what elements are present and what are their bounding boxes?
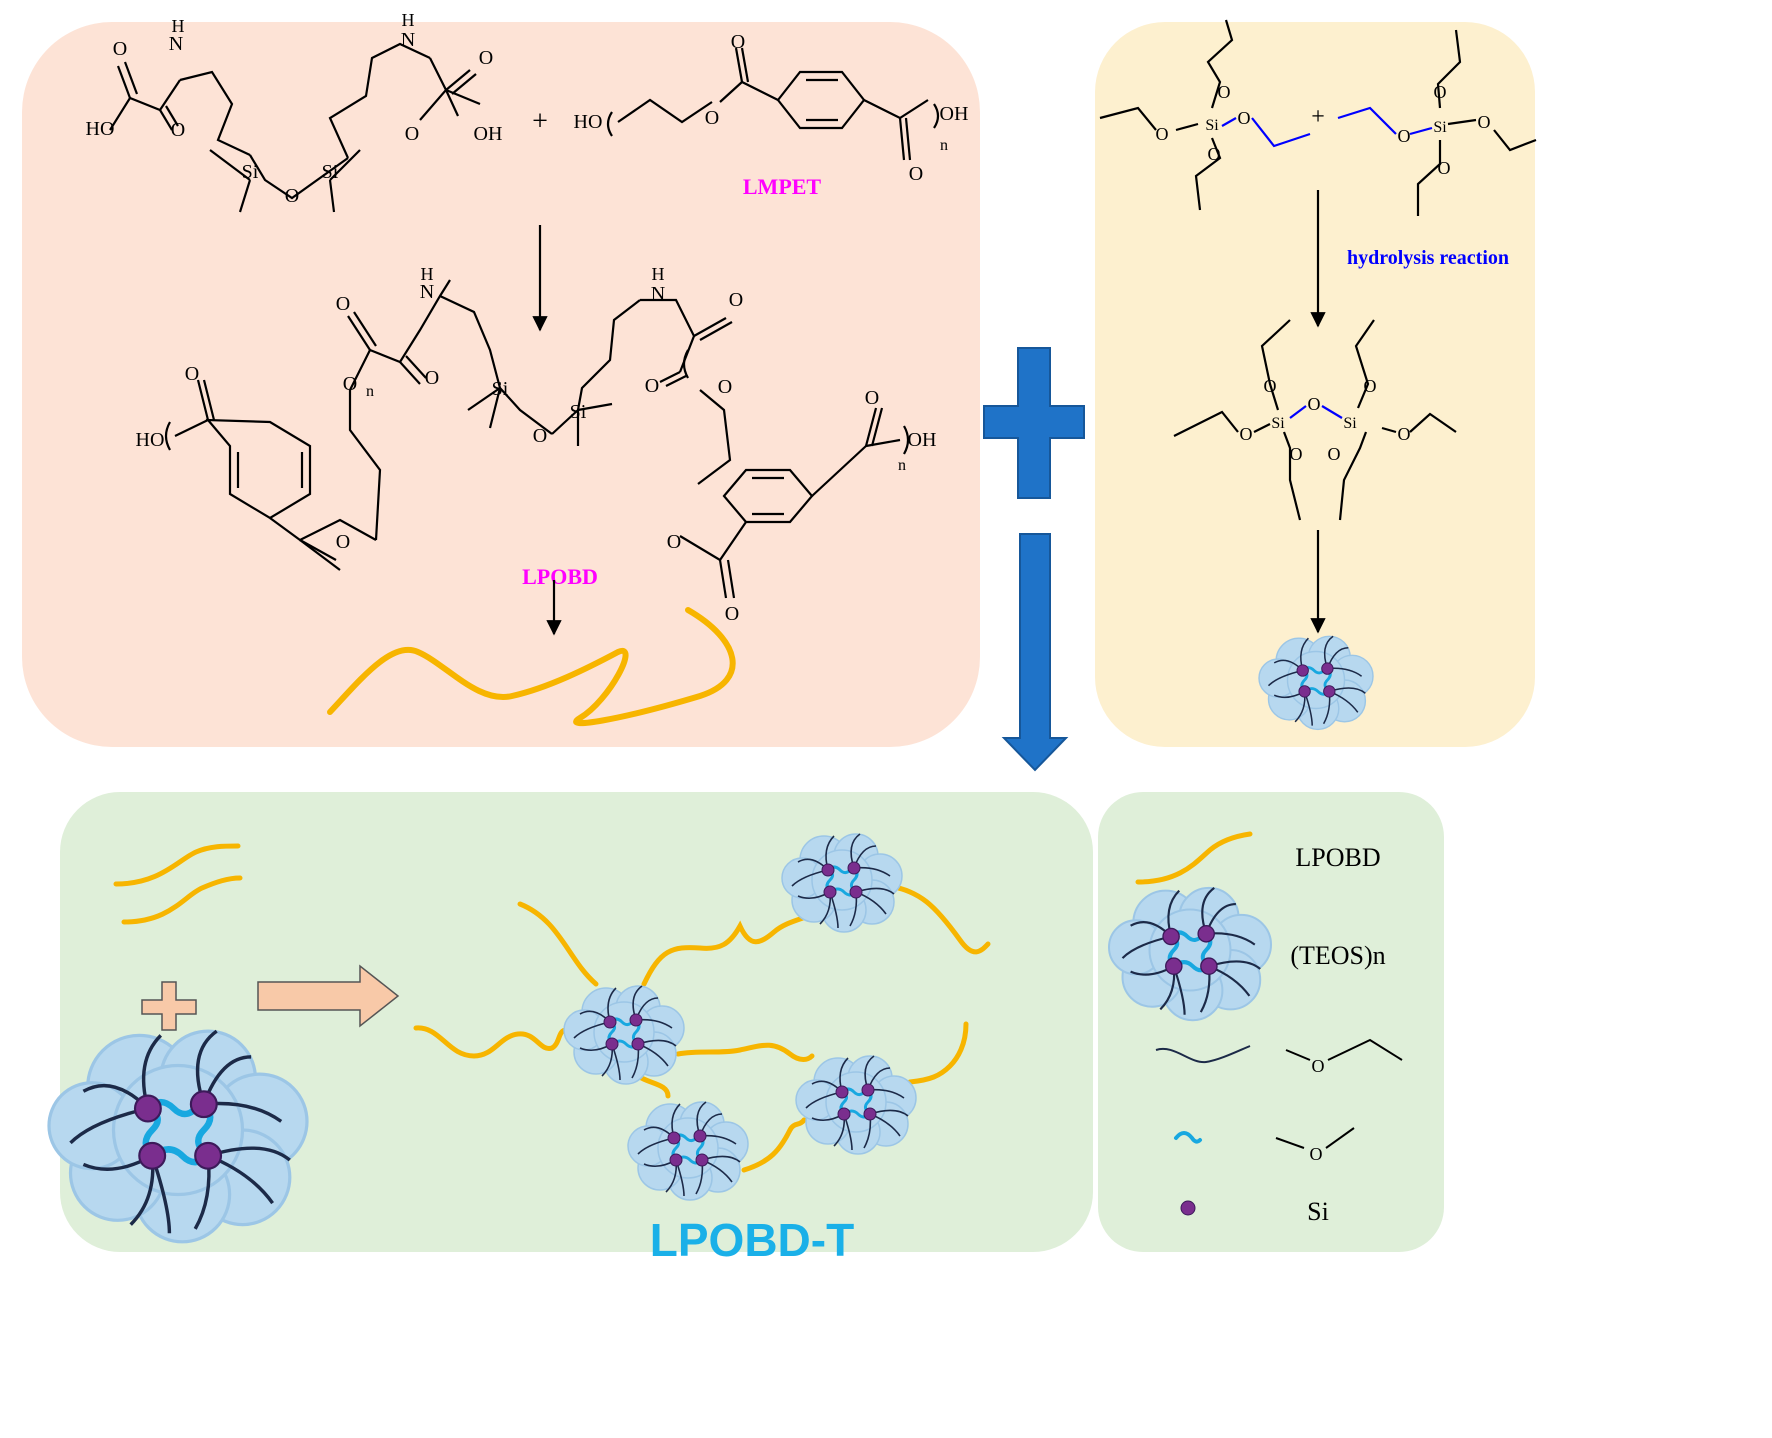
teos-panel	[1095, 22, 1535, 747]
repeat-index: n	[366, 383, 374, 400]
oxygen-label: O	[343, 373, 357, 395]
silicon-label: Si	[1205, 117, 1219, 134]
hydroxy-label: HO	[574, 111, 603, 133]
nitrogen-label: N	[401, 29, 415, 51]
hydrogen-label: H	[652, 264, 665, 284]
hydrogen-label: H	[172, 16, 185, 36]
combine-plus	[983, 347, 1085, 499]
oxygen-label: O	[479, 47, 493, 69]
oxygen-label: O	[1310, 1144, 1323, 1164]
oxygen-label: O	[1312, 1056, 1325, 1076]
silicon-label: Si	[492, 378, 509, 400]
oxygen-label: O	[1328, 444, 1341, 464]
siloxane-bridge	[1289, 405, 1343, 419]
lpobd-chain-icon	[1135, 831, 1253, 885]
hydrogen-label: H	[421, 264, 434, 284]
oxygen-label: O	[731, 31, 745, 53]
lmpet-label: LMPET	[743, 174, 822, 199]
oxygen-label: O	[645, 375, 659, 397]
oxygen-label: O	[1264, 376, 1277, 396]
lpobd-chains-pair	[113, 843, 243, 925]
nitrogen-label: N	[651, 283, 665, 305]
oxygen-label: O	[285, 185, 299, 207]
repeat-index: n	[940, 137, 948, 154]
oxygen-label: O	[1156, 124, 1169, 144]
oxygen-label: O	[705, 107, 719, 129]
silicon-label: Si	[1433, 119, 1447, 136]
oxo-structure	[1275, 1127, 1355, 1149]
legend-panel	[1098, 792, 1444, 1252]
oxygen-label: O	[1364, 376, 1377, 396]
oxygen-label: O	[1238, 108, 1251, 128]
hydroxy-label: HO	[136, 429, 165, 451]
repeat-index: n	[898, 457, 906, 474]
legend-label-lpobd: LPOBD	[1295, 843, 1380, 872]
lpobd-label: LPOBD	[522, 564, 598, 589]
nitrogen-label: N	[169, 33, 183, 55]
oxygen-label: O	[405, 123, 419, 145]
silicon-label: Si	[242, 161, 259, 183]
process-arrow	[257, 964, 400, 1028]
oxygen-label: O	[1240, 424, 1253, 444]
oxygen-label: O	[1398, 424, 1411, 444]
plus-sign: +	[1311, 104, 1325, 130]
oxygen-label: O	[336, 531, 350, 553]
synthesis-panel	[22, 22, 980, 747]
oxygen-label: O	[171, 119, 185, 141]
oxygen-label: O	[729, 289, 743, 311]
silicon-label: Si	[322, 161, 339, 183]
down-arrow	[1001, 533, 1069, 772]
legend-label-si: Si	[1307, 1197, 1329, 1226]
oxygen-label: O	[533, 425, 547, 447]
oxygen-label: O	[1434, 82, 1447, 102]
lpobd-structure	[164, 279, 910, 599]
hydroxy-label: OH	[908, 429, 937, 451]
hydroxy-label: OH	[474, 123, 503, 145]
silicon-label: Si	[570, 401, 587, 423]
small-plus	[141, 981, 197, 1031]
lmpet-structure	[606, 47, 940, 161]
oxygen-label: O	[1438, 158, 1451, 178]
crosslinked-network	[413, 883, 991, 1173]
silicon-label: Si	[1343, 415, 1357, 432]
oxygen-label: O	[1208, 144, 1221, 164]
legend-label-teos: (TEOS)n	[1290, 941, 1385, 970]
lpobd-chain	[327, 607, 736, 727]
si-atom-icon	[1180, 1200, 1196, 1216]
oxygen-label: O	[113, 38, 127, 60]
silicon-label: Si	[1271, 415, 1285, 432]
oxygen-label: O	[718, 376, 732, 398]
ethoxy-structure	[1285, 1038, 1403, 1061]
oxygen-label: O	[1308, 394, 1321, 414]
hydroxy-label: OH	[940, 103, 969, 125]
plus-sign: +	[532, 106, 548, 137]
teos-reactants	[1099, 19, 1537, 216]
disiloxane-structure	[1173, 319, 1457, 521]
nitrogen-label: N	[420, 281, 434, 303]
oxygen-label: O	[909, 163, 923, 185]
oxygen-label: O	[185, 363, 199, 385]
hydroxy-label: HO	[86, 118, 115, 140]
oxygen-label: O	[865, 387, 879, 409]
oxamic-siloxane-reactant	[109, 42, 481, 213]
hydrolysable-ethyl	[1221, 106, 1433, 148]
ethoxy-line-icon	[1155, 1045, 1251, 1064]
oxygen-label: O	[1478, 112, 1491, 132]
hydrolysis-label: hydrolysis reaction	[1347, 247, 1509, 269]
oxygen-label: O	[725, 603, 739, 625]
product-title: LPOBD-T	[650, 1214, 854, 1266]
oxygen-label: O	[667, 531, 681, 553]
oxygen-label: O	[1398, 126, 1411, 146]
hydrogen-label: H	[402, 10, 415, 30]
oxygen-label: O	[1290, 444, 1303, 464]
oxygen-label: O	[336, 293, 350, 315]
oxo-bridge-icon	[1174, 1131, 1202, 1144]
oxygen-label: O	[425, 367, 439, 389]
oxygen-label: O	[1218, 82, 1231, 102]
